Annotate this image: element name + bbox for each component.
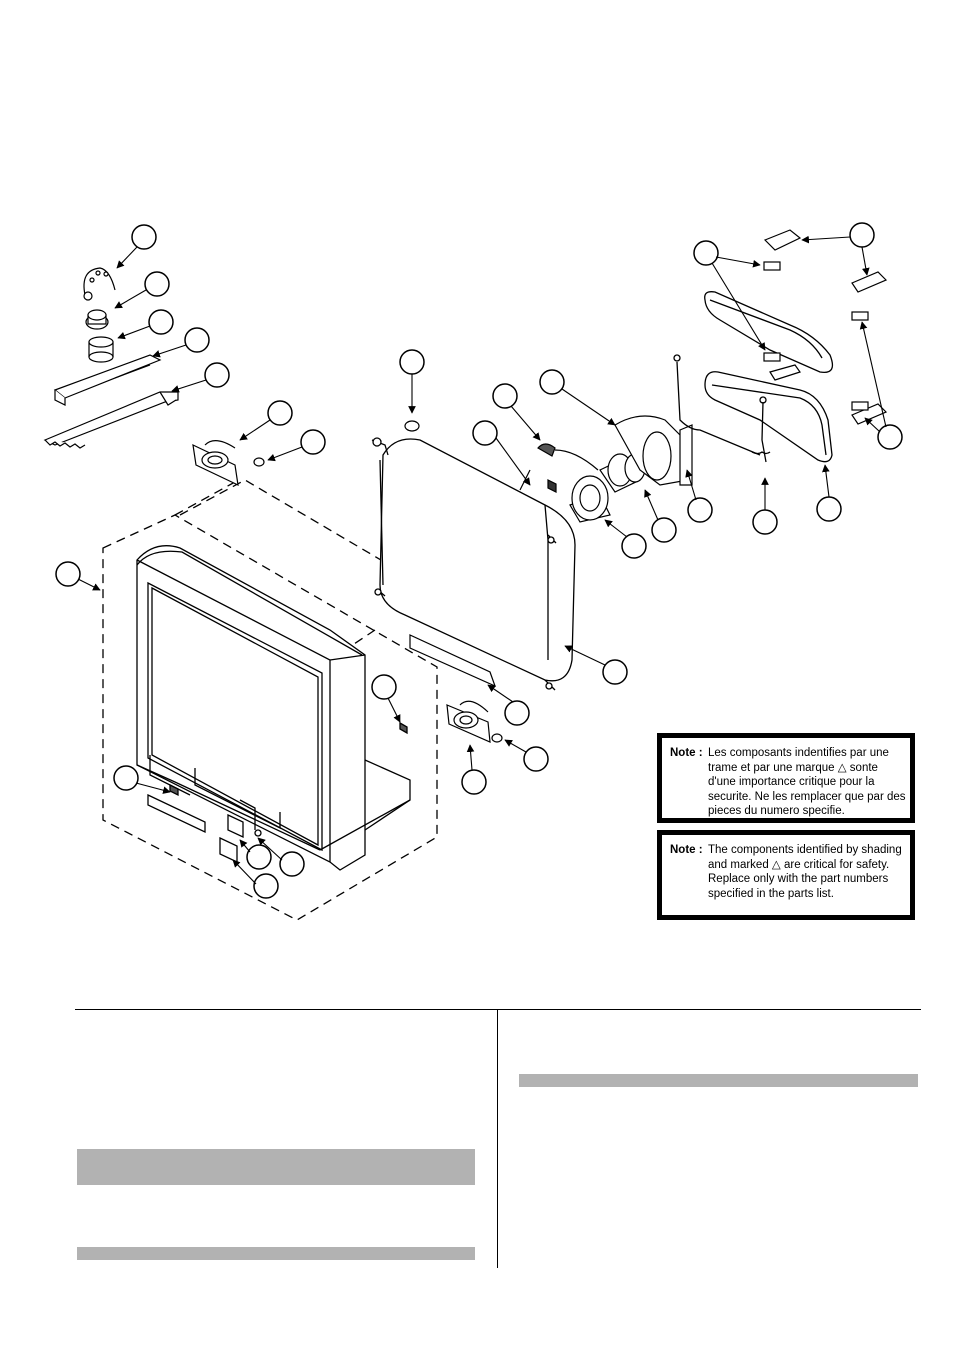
section-divider-vertical (497, 1009, 498, 1268)
callout-14 (849, 222, 875, 248)
callout-21 (602, 659, 628, 685)
english-note-label: Note : (670, 844, 703, 856)
callout-7 (300, 429, 326, 455)
callout-12 (539, 369, 565, 395)
callout-18 (816, 496, 842, 522)
callout-23 (504, 700, 530, 726)
french-note-label: Note : (670, 747, 703, 759)
callout-8 (55, 561, 81, 587)
speaker-left (192, 440, 265, 487)
speaker-right (446, 700, 503, 743)
exploded-view-diagram (43, 222, 903, 921)
callout-17 (752, 509, 778, 535)
picture-tube (371, 437, 576, 691)
callout-3 (148, 309, 174, 335)
coil-holders (763, 229, 888, 425)
english-safety-note: Note : The components identified by shad… (657, 830, 915, 920)
leader-arrows (77, 235, 887, 885)
callout-20 (621, 533, 647, 559)
callout-29 (253, 873, 279, 899)
callout-15 (877, 424, 903, 450)
callout-25 (461, 769, 487, 795)
callout-2 (144, 271, 170, 297)
callout-22 (371, 674, 397, 700)
callout-bubbles (55, 222, 903, 899)
callout-4 (184, 327, 210, 353)
callout-9 (399, 349, 425, 375)
callout-5 (204, 362, 230, 388)
callout-11 (472, 420, 498, 446)
callout-1 (131, 224, 157, 250)
tv-front-cabinet (136, 545, 411, 871)
callout-24 (523, 746, 549, 772)
degauss-coil (673, 291, 834, 463)
section-bar-left-small (77, 1247, 475, 1260)
callout-26 (113, 765, 139, 791)
accessory-parts (43, 267, 179, 449)
french-safety-note: Note : Les composants indentifies par un… (657, 733, 915, 823)
callout-10 (492, 383, 518, 409)
section-bar-right-top (519, 1074, 918, 1087)
callout-13 (693, 240, 719, 266)
french-note-text: Les composants indentifies par une trame… (708, 747, 906, 817)
section-bar-left-large (77, 1149, 475, 1185)
callout-27 (246, 844, 272, 870)
callout-6 (267, 400, 293, 426)
crt-neck-and-yoke (519, 415, 693, 523)
callout-19 (651, 517, 677, 543)
english-note-text: The components identified by shading and… (708, 844, 902, 900)
callout-28 (279, 851, 305, 877)
callout-16 (687, 497, 713, 523)
section-divider-horizontal (75, 1009, 921, 1010)
